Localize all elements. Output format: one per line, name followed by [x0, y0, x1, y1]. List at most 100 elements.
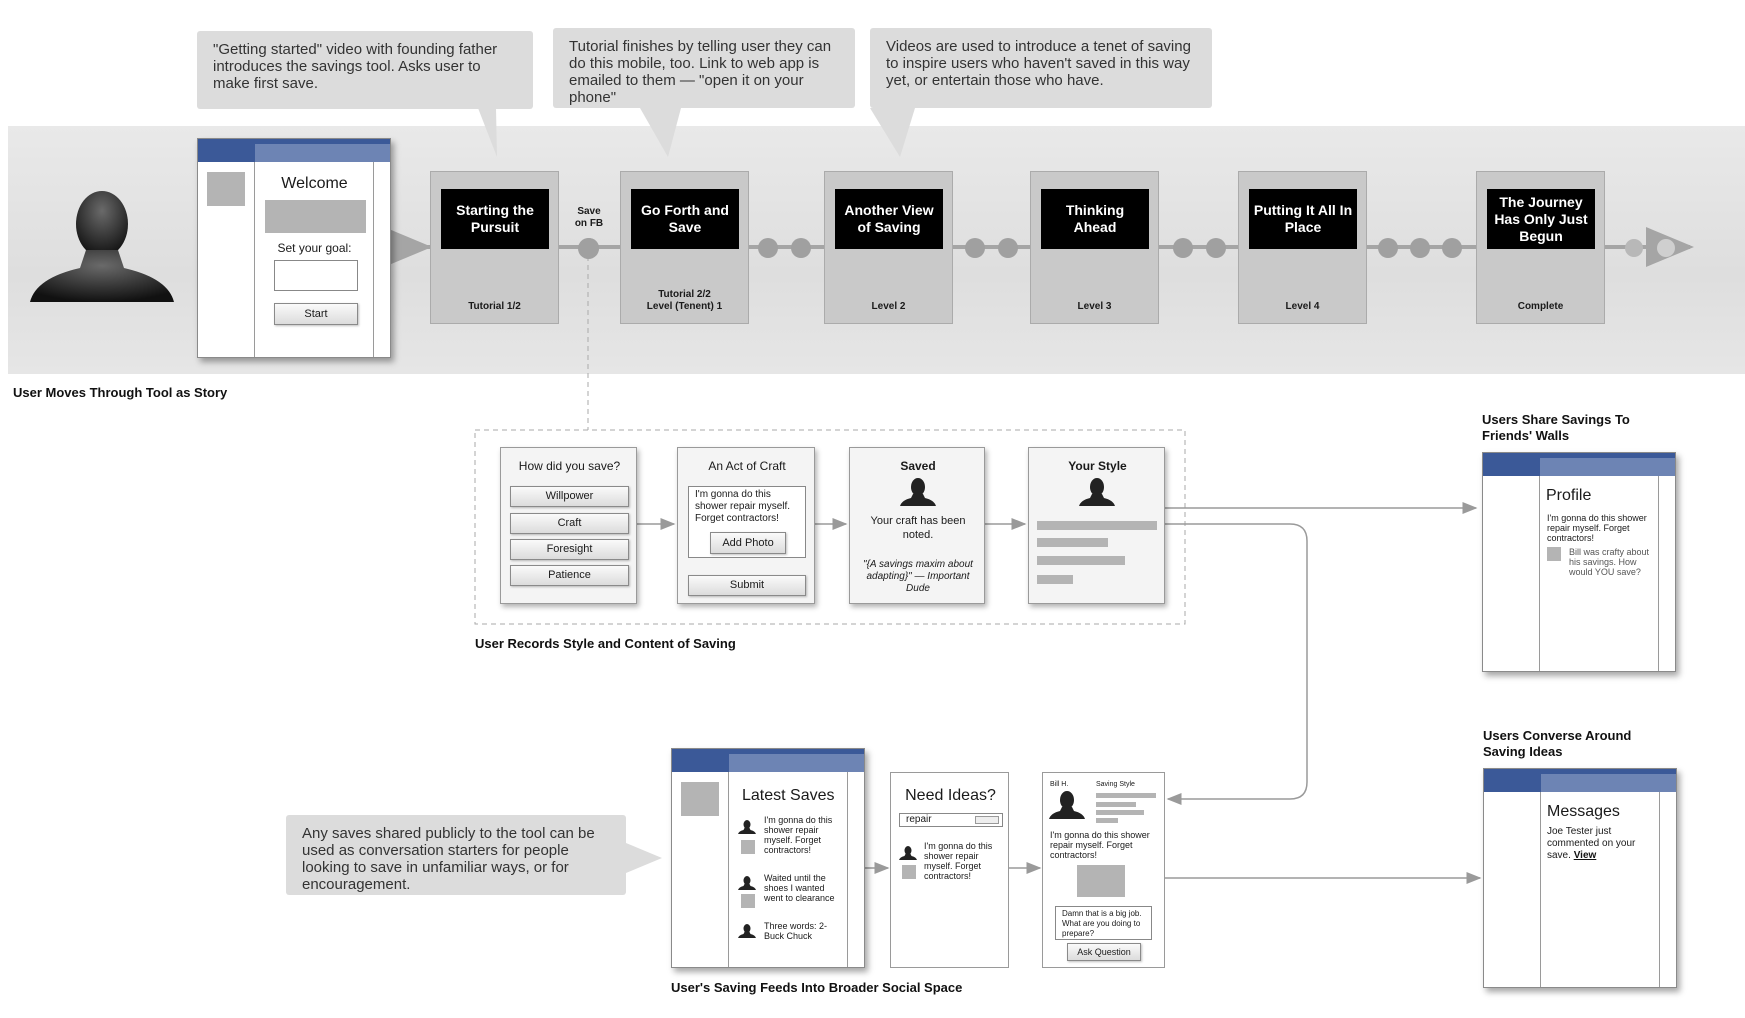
profile-post: I'm gonna do this shower repair myself. …: [1547, 513, 1647, 543]
thumbnail: [741, 894, 755, 908]
act-of-craft-screen: An Act of Craft I'm gonna do this shower…: [677, 447, 815, 604]
latest-save-item[interactable]: Waited until the shoes I wanted went to …: [764, 873, 835, 903]
craft-title: An Act of Craft: [708, 459, 786, 473]
option-willpower-button[interactable]: Willpower: [510, 486, 629, 507]
welcome-title: Welcome: [281, 175, 348, 192]
profile-comment: Bill was crafty about his savings. How w…: [1569, 547, 1650, 577]
commenter-avatar: [1547, 547, 1561, 561]
need-ideas-screen: Need Ideas? repair I'm gonna do this sho…: [890, 772, 1009, 968]
detail-style-label: Saving Style: [1096, 781, 1135, 788]
profile-title: Profile: [1546, 487, 1592, 504]
callout-tutorial-finish: Tutorial finishes by telling user they c…: [553, 28, 855, 108]
saved-title: Saved: [900, 459, 936, 473]
thumbnail: [741, 840, 755, 854]
user-icon: [738, 876, 756, 890]
style-bar: [1096, 810, 1144, 815]
how-save-title: How did you save?: [518, 459, 621, 473]
stage-level: Level 2: [871, 301, 906, 312]
detail-user: Bill H.: [1050, 781, 1069, 788]
messages-body: Joe Tester just commented on your save.: [1547, 826, 1636, 861]
caption-story: User Moves Through Tool as Story: [13, 385, 228, 400]
messages-screen: Messages Joe Tester just commented on yo…: [1483, 768, 1677, 988]
callout-videos: Videos are used to introduce a tenet of …: [870, 28, 1212, 108]
search-value: repair: [906, 814, 932, 825]
how-save-screen: How did you save? Willpower Craft Foresi…: [500, 447, 637, 604]
photo-placeholder: [1077, 865, 1125, 897]
stage-level: Level 3: [1077, 301, 1112, 312]
user-icon: [738, 820, 756, 834]
style-bar: [1096, 802, 1136, 807]
ask-question-button[interactable]: Ask Question: [1067, 943, 1141, 961]
user-icon: [1049, 791, 1085, 819]
your-style-screen: Your Style: [1028, 447, 1165, 604]
start-button[interactable]: Start: [274, 303, 358, 325]
style-bar: [1096, 793, 1156, 798]
goal-label: Set your goal:: [277, 241, 352, 255]
latest-save-item[interactable]: I'm gonna do this shower repair myself. …: [764, 815, 833, 855]
stage-thinking-ahead[interactable]: Thinking Ahead Level 3: [1030, 171, 1159, 324]
caption-feeds: User's Saving Feeds Into Broader Social …: [671, 980, 963, 995]
stage-go-forth[interactable]: Go Forth and Save Tutorial 2/2 Level (Te…: [620, 171, 749, 324]
messages-title: Messages: [1547, 803, 1620, 820]
view-link[interactable]: View: [1573, 850, 1597, 861]
style-bar: [1096, 818, 1118, 823]
style-bar: [1037, 521, 1157, 530]
option-foresight-button[interactable]: Foresight: [510, 539, 629, 560]
saved-text: Your craft has been noted.: [870, 515, 966, 541]
video-placeholder: [265, 200, 366, 233]
profile-picture-placeholder: [681, 782, 719, 816]
stage-level: Tutorial 1/2: [468, 301, 521, 312]
style-bar: [1037, 538, 1108, 547]
option-craft-button[interactable]: Craft: [510, 513, 629, 534]
callout-getting-started: "Getting started" video with founding fa…: [197, 31, 533, 109]
search-input[interactable]: repair: [899, 813, 1003, 827]
welcome-screen: Welcome Set your goal: Start: [197, 138, 391, 358]
add-photo-button[interactable]: Add Photo: [710, 532, 786, 554]
need-ideas-result[interactable]: I'm gonna do this shower repair myself. …: [924, 841, 993, 881]
craft-text: I'm gonna do this shower repair myself. …: [695, 489, 791, 524]
save-on-fb-label: Save on FB: [574, 206, 604, 229]
user-icon: [900, 478, 936, 506]
stage-level: Level 4: [1285, 301, 1320, 312]
caption-share: Users Share Savings To Friends' Walls: [1482, 412, 1630, 443]
latest-save-item[interactable]: Three words: 2-Buck Chuck: [764, 921, 828, 941]
user-icon: [738, 924, 756, 938]
stage-another-view[interactable]: Another View of Saving Level 2: [824, 171, 953, 324]
caption-converse: Users Converse Around Saving Ideas: [1483, 728, 1632, 759]
detail-text: I'm gonna do this shower repair myself. …: [1050, 830, 1150, 860]
stage-title: Putting It All In Place: [1249, 189, 1357, 249]
stage-title: Another View of Saving: [835, 189, 943, 249]
reply-field[interactable]: Damn that is a big job. What are you doi…: [1055, 906, 1152, 940]
submit-button[interactable]: Submit: [688, 575, 806, 596]
save-on-fb-node[interactable]: [578, 238, 599, 259]
search-button[interactable]: [975, 816, 999, 824]
user-icon: [899, 846, 917, 860]
stage-title: Go Forth and Save: [631, 189, 739, 249]
user-icon: [1079, 478, 1115, 506]
messages-text: Joe Tester just commented on your save. …: [1547, 826, 1653, 862]
option-patience-button[interactable]: Patience: [510, 565, 629, 586]
style-bar: [1037, 575, 1073, 584]
stage-title: The Journey Has Only Just Begun: [1487, 189, 1595, 249]
style-title: Your Style: [1068, 459, 1127, 473]
need-ideas-title: Need Ideas?: [905, 787, 996, 804]
thumbnail: [902, 865, 916, 879]
stage-journey-begun[interactable]: The Journey Has Only Just Begun Complete: [1476, 171, 1605, 324]
stage-level: Complete: [1517, 301, 1564, 312]
stage-putting-in-place[interactable]: Putting It All In Place Level 4: [1238, 171, 1367, 324]
profile-screen: Profile I'm gonna do this shower repair …: [1482, 452, 1676, 672]
goal-input[interactable]: [274, 260, 358, 291]
reply-text: Damn that is a big job. What are you doi…: [1062, 909, 1142, 938]
callout-saves-shared: Any saves shared publicly to the tool ca…: [286, 815, 626, 895]
profile-picture-placeholder: [207, 172, 245, 206]
stage-title: Thinking Ahead: [1041, 189, 1149, 249]
latest-saves-screen: Latest Saves I'm gonna do this shower re…: [671, 748, 865, 968]
saved-screen: Saved Your craft has been noted. "{A sav…: [849, 447, 985, 604]
save-detail-screen: Bill H. Saving Style I'm gonna do this s…: [1042, 772, 1165, 968]
latest-saves-title: Latest Saves: [742, 787, 835, 804]
stage-starting-pursuit[interactable]: Starting the Pursuit Tutorial 1/2: [430, 171, 559, 324]
style-bar: [1037, 556, 1125, 565]
saved-quote: "{A savings maxim about adapting}" — Imp…: [863, 559, 973, 594]
caption-records: User Records Style and Content of Saving: [475, 636, 736, 651]
user-avatar-icon: [28, 190, 176, 302]
